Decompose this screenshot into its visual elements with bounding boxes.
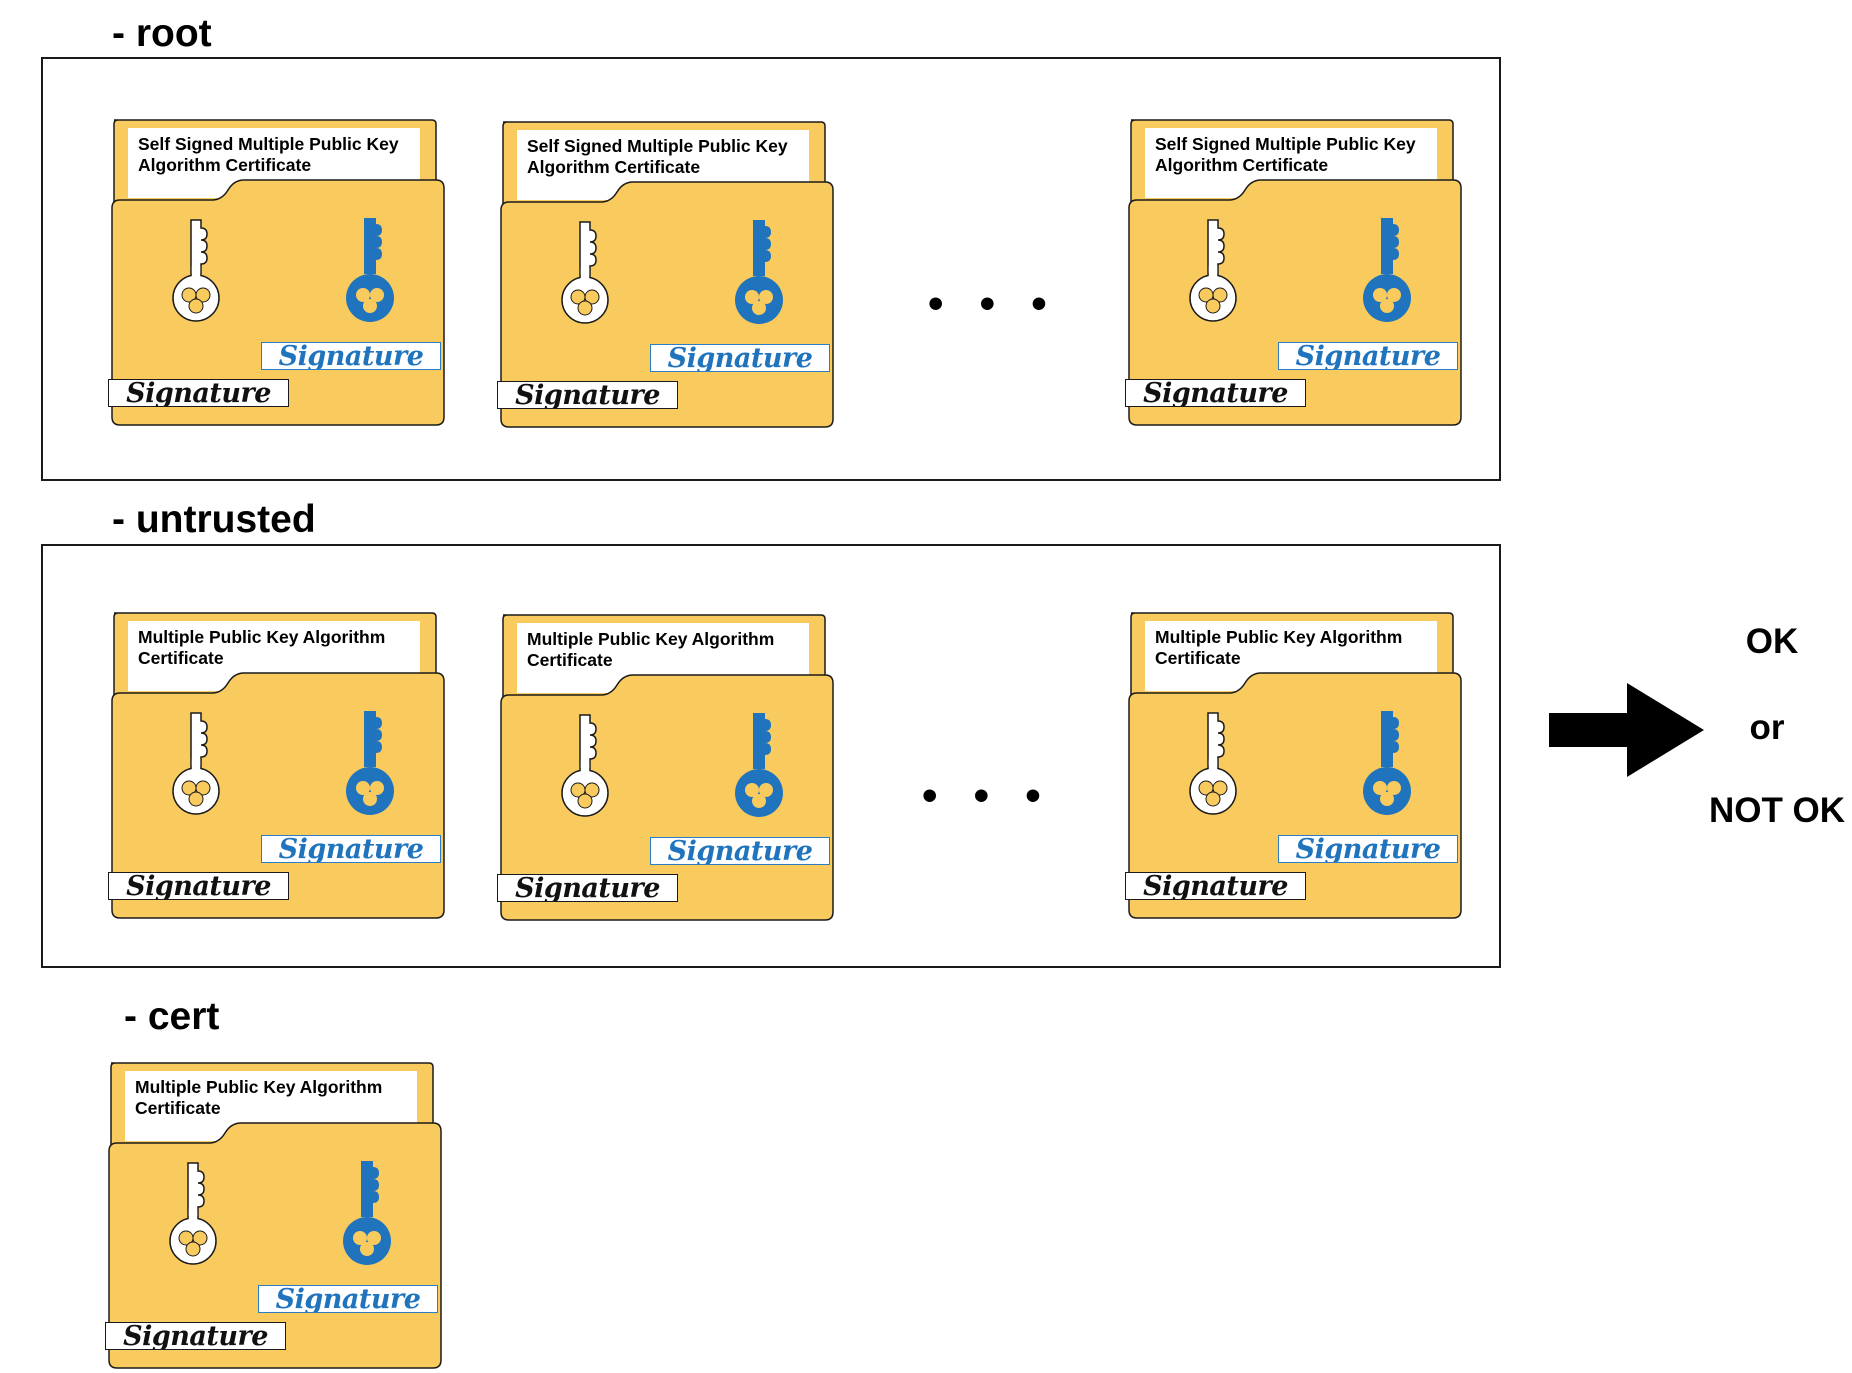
- root-cert-3: Self Signed Multiple Public Key Algorith…: [1125, 116, 1463, 427]
- white-key-icon: [561, 714, 609, 817]
- signature-label-blue: Signature: [261, 342, 441, 370]
- folder-icon: [111, 612, 445, 919]
- result-not-ok: NOT OK: [1708, 791, 1846, 830]
- certificate-title: Multiple Public Key Algorithm Certificat…: [1155, 627, 1403, 668]
- signature-label-black: Signature: [108, 379, 289, 407]
- signature-label-black: Signature: [1125, 379, 1306, 407]
- root-cert-1: Self Signed Multiple Public Key Algorith…: [108, 116, 446, 427]
- blue-key-icon: [346, 218, 394, 322]
- folder-icon: [111, 119, 445, 426]
- certificate-title: Self Signed Multiple Public Key Algorith…: [527, 136, 788, 177]
- signature-label-blue: Signature: [1278, 342, 1458, 370]
- certificate-title: Multiple Public Key Algorithm Certificat…: [138, 627, 386, 668]
- folder-icon: [1128, 612, 1462, 919]
- certificate-title: Multiple Public Key Algorithm Certificat…: [527, 629, 775, 670]
- blue-key-icon: [346, 711, 394, 815]
- signature-label-blue: Signature: [650, 837, 830, 865]
- signature-label-black: Signature: [108, 872, 289, 900]
- signature-label-blue: Signature: [1278, 835, 1458, 863]
- white-key-icon: [172, 712, 220, 815]
- blue-key-icon: [343, 1161, 391, 1265]
- blue-key-icon: [735, 713, 783, 817]
- leaf-cert: Multiple Public Key Algorithm Certificat…: [105, 1059, 443, 1370]
- signature-label-blue: Signature: [258, 1285, 438, 1313]
- section-label-root: - root: [112, 12, 212, 55]
- untrusted-cert-3: Multiple Public Key Algorithm Certificat…: [1125, 609, 1463, 920]
- result-ok: OK: [1745, 622, 1799, 661]
- signature-label-blue: Signature: [261, 835, 441, 863]
- white-key-icon: [169, 1162, 217, 1265]
- section-label-cert: - cert: [124, 995, 220, 1038]
- signature-label-blue: Signature: [650, 344, 830, 372]
- signature-label-black: Signature: [497, 381, 678, 409]
- root-ellipsis: • • •: [928, 279, 1059, 328]
- untrusted-ellipsis: • • •: [922, 771, 1053, 820]
- white-key-icon: [1189, 712, 1237, 815]
- right-arrow-icon: [1549, 683, 1704, 777]
- untrusted-cert-2: Multiple Public Key Algorithm Certificat…: [497, 611, 835, 922]
- section-label-untrusted: - untrusted: [112, 498, 316, 541]
- signature-label-black: Signature: [497, 874, 678, 902]
- certificate-title: Self Signed Multiple Public Key Algorith…: [138, 134, 399, 175]
- white-key-icon: [1189, 219, 1237, 322]
- blue-key-icon: [735, 220, 783, 324]
- blue-key-icon: [1363, 218, 1411, 322]
- white-key-icon: [172, 219, 220, 322]
- signature-label-black: Signature: [105, 1322, 286, 1350]
- certificate-title: Multiple Public Key Algorithm Certificat…: [135, 1077, 383, 1118]
- signature-label-black: Signature: [1125, 872, 1306, 900]
- root-cert-2: Self Signed Multiple Public Key Algorith…: [497, 118, 835, 429]
- blue-key-icon: [1363, 711, 1411, 815]
- untrusted-cert-1: Multiple Public Key Algorithm Certificat…: [108, 609, 446, 920]
- result-or: or: [1749, 708, 1785, 747]
- certificate-title: Self Signed Multiple Public Key Algorith…: [1155, 134, 1416, 175]
- white-key-icon: [561, 221, 609, 324]
